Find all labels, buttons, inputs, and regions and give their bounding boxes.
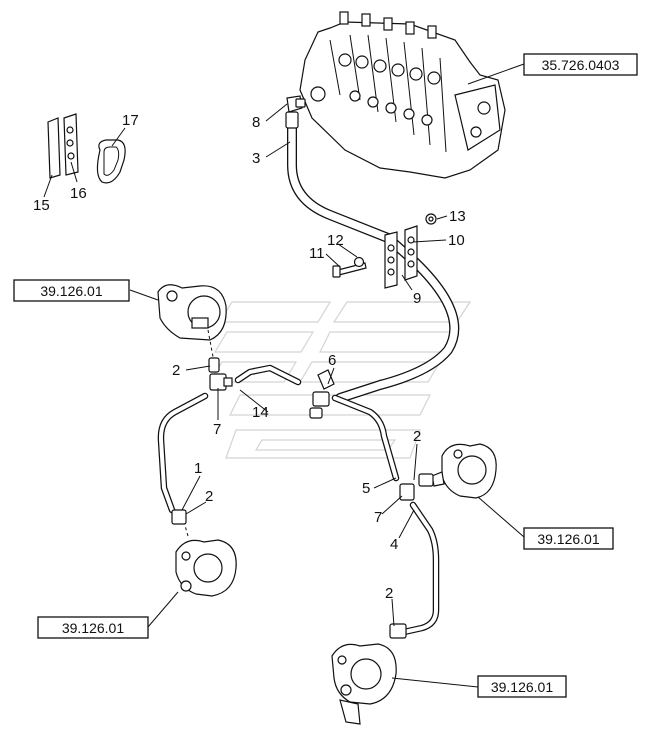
reference-motor-left-top: 39.126.01 (13, 279, 130, 302)
reference-valve-label: 35.726.0403 (542, 57, 620, 73)
callout-16: 16 (70, 185, 87, 202)
callout-7-a: 7 (213, 421, 221, 438)
reference-motor-left-bottom: 39.126.01 (37, 616, 149, 639)
pipe-1 (157, 392, 209, 514)
control-valve-block (299, 11, 506, 179)
reference-motor-right-bottom-label: 39.126.01 (491, 679, 553, 695)
clamp-halves-15-16 (47, 113, 79, 179)
callout-2-d: 2 (385, 585, 393, 602)
pipe-4 (400, 501, 440, 636)
callout-13: 13 (449, 208, 466, 225)
callout-5: 5 (362, 480, 370, 497)
clamp-assembly (332, 213, 437, 289)
callout-9: 9 (413, 290, 421, 307)
callout-4: 4 (390, 536, 398, 553)
callout-6: 6 (328, 352, 336, 369)
reference-motor-right-mid-label: 39.126.01 (537, 531, 599, 547)
reference-valve: 35.726.0403 (523, 53, 638, 76)
reference-motor-right-mid: 39.126.01 (523, 527, 614, 550)
reference-motor-left-bottom-label: 39.126.01 (62, 620, 124, 636)
fitting-2-bottom (389, 623, 407, 639)
callout-2-b: 2 (205, 488, 213, 505)
callout-2-c: 2 (413, 428, 421, 445)
callouts: 8 3 17 15 16 13 10 12 11 9 2 7 14 6 1 2 … (33, 112, 466, 602)
callout-11: 11 (309, 245, 325, 262)
callout-10: 10 (448, 232, 465, 249)
callout-3: 3 (252, 150, 260, 167)
callout-17: 17 (122, 112, 139, 129)
motor-right-mid (431, 443, 497, 499)
callout-8: 8 (252, 114, 260, 131)
fitting-2-right-mid (418, 473, 434, 487)
callout-7-b: 7 (374, 509, 382, 526)
reference-motor-left-top-label: 39.126.01 (40, 283, 102, 299)
fitting-2-left-bottom (171, 509, 187, 525)
callout-14: 14 (252, 404, 269, 421)
tee-7-left (209, 373, 233, 391)
motor-left-top (157, 284, 227, 363)
watermark-logo (208, 301, 472, 459)
elbow-fitting-8 (286, 95, 306, 113)
motor-left-bottom (175, 521, 237, 597)
pipe-5 (331, 394, 400, 482)
callout-1: 1 (194, 460, 202, 477)
callout-12: 12 (327, 232, 344, 249)
tee-7-right (399, 483, 415, 501)
callout-15: 15 (33, 197, 50, 214)
clip-17 (96, 139, 126, 184)
fitting-2-left-top (208, 357, 220, 373)
fitting-6 (309, 369, 335, 419)
pipe-14 (234, 364, 302, 386)
motor-right-bottom (331, 643, 397, 725)
reference-motor-right-bottom: 39.126.01 (477, 675, 567, 698)
leader-lines (43, 63, 525, 688)
callout-2-a: 2 (172, 362, 180, 379)
hose-3 (285, 111, 460, 403)
